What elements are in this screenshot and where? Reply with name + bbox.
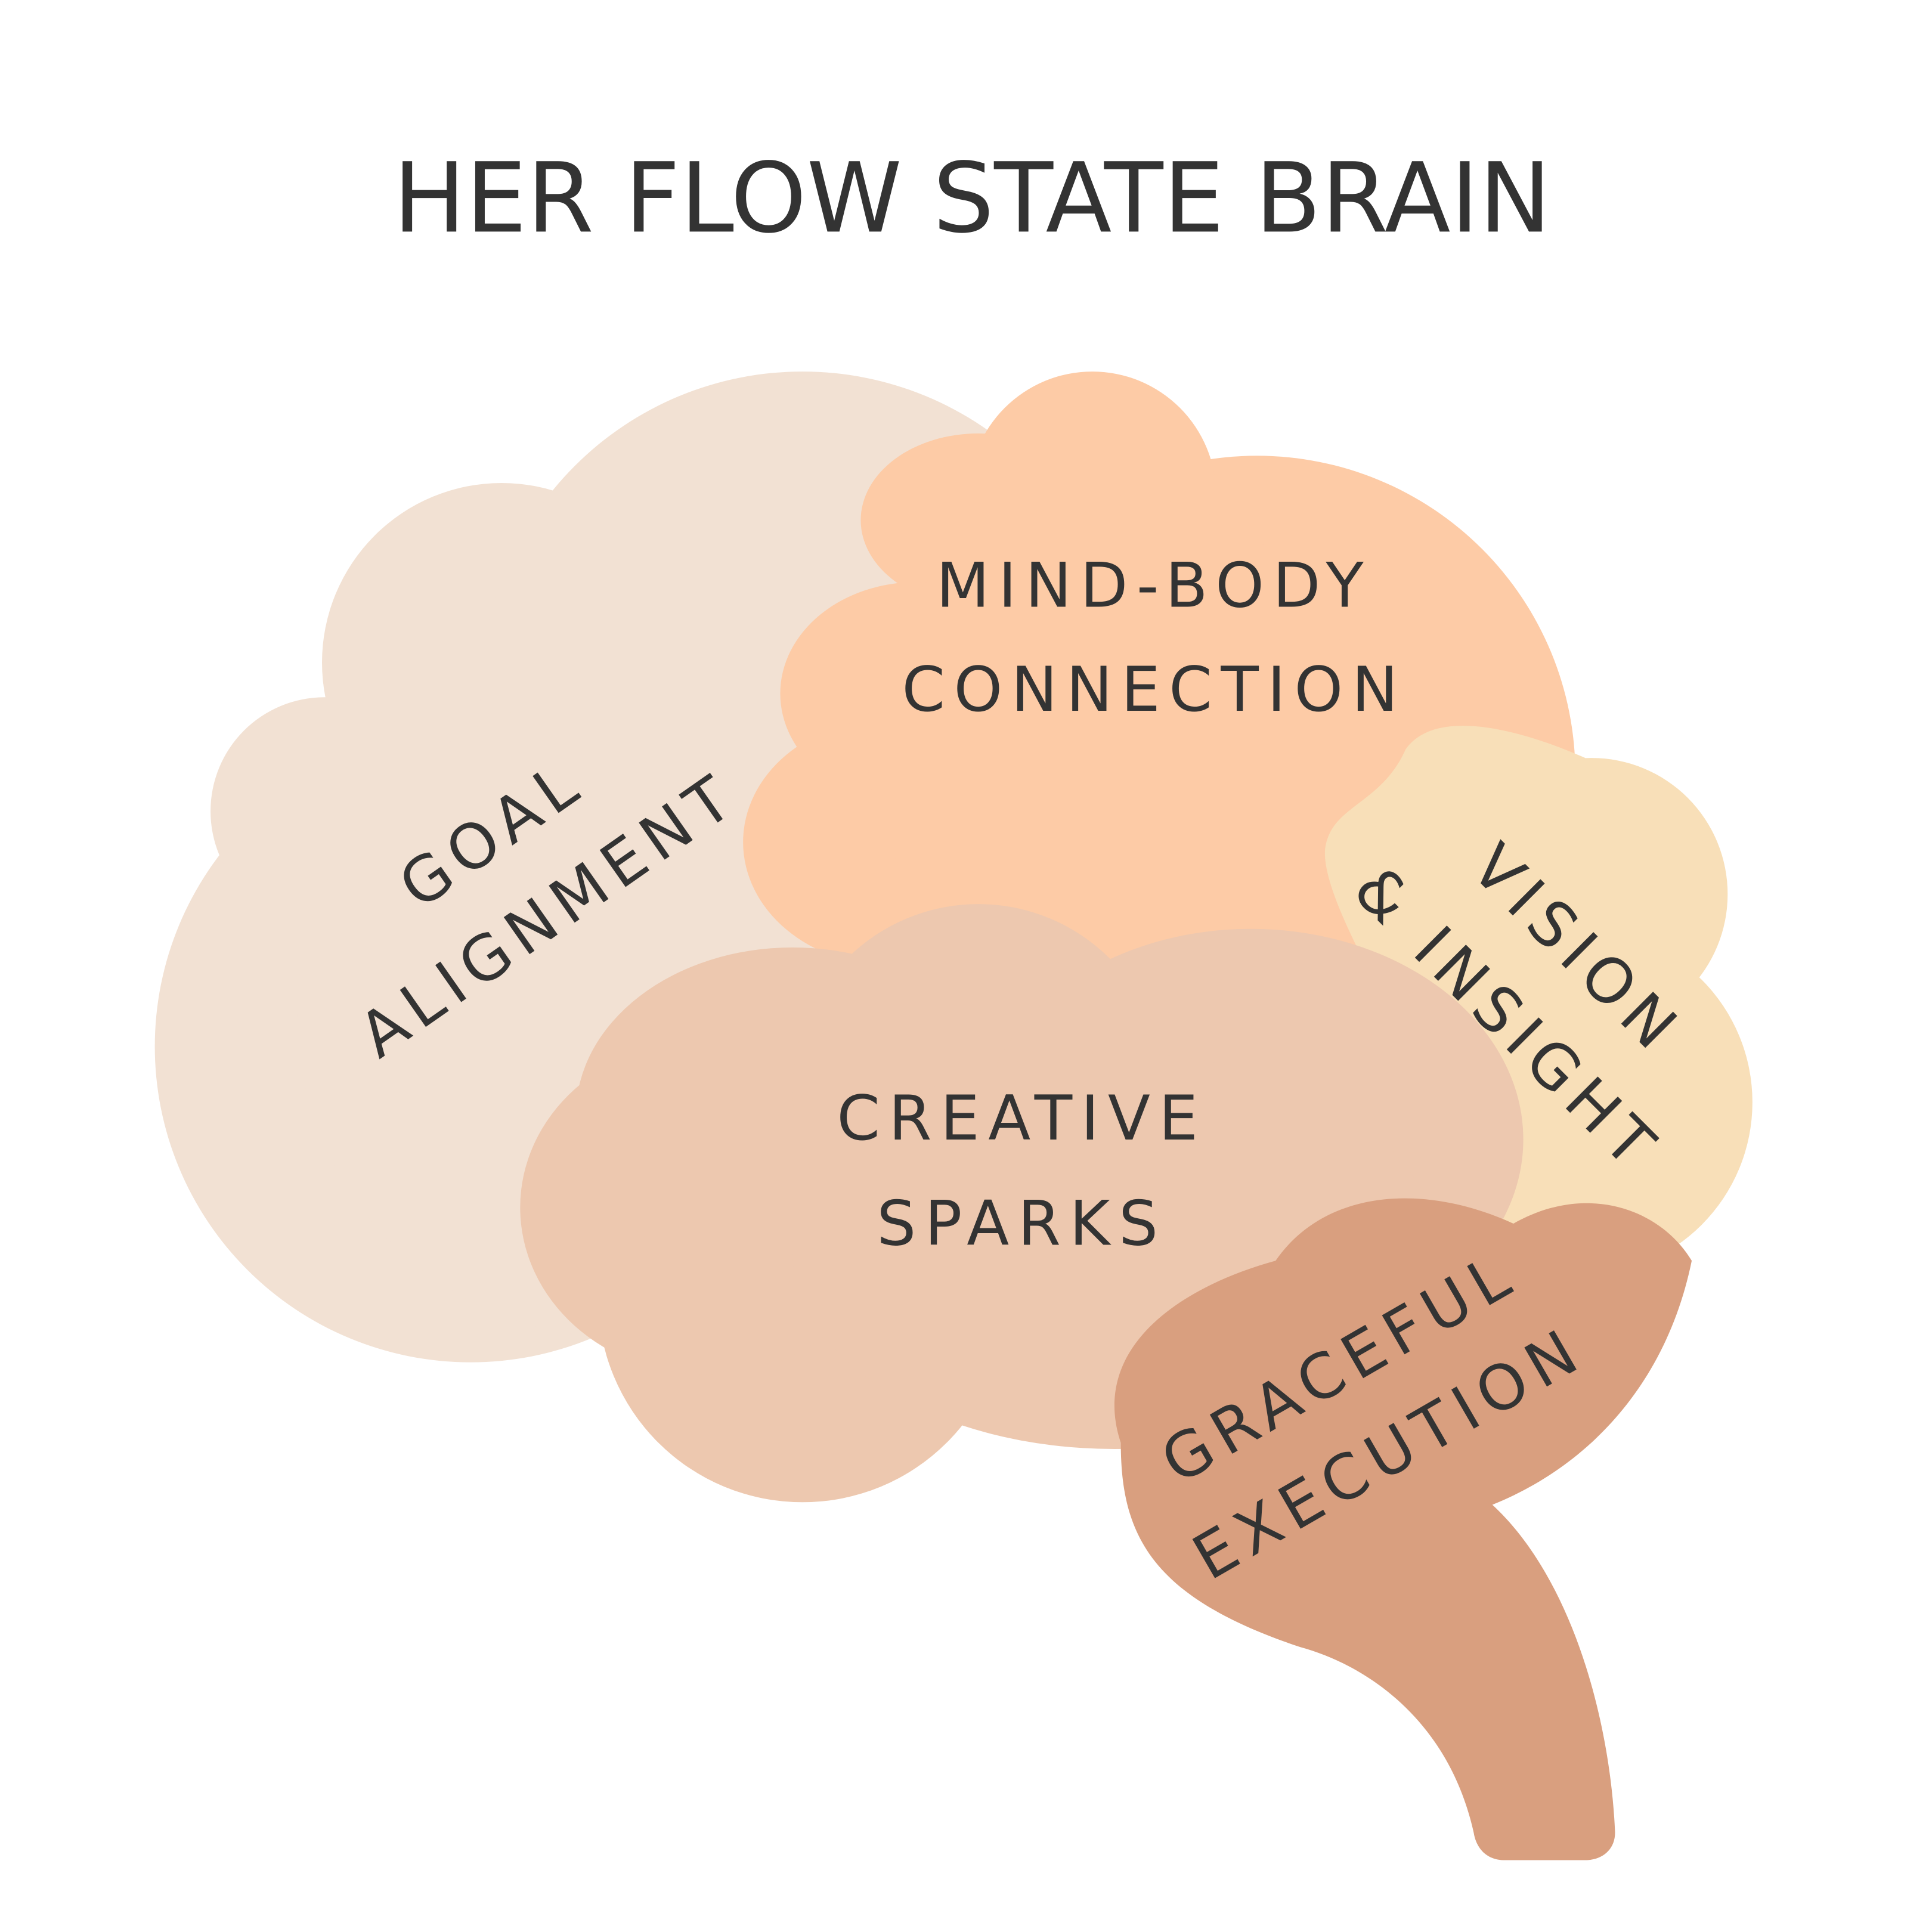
creative-line2: SPARKS	[877, 1188, 1166, 1259]
label-mind-body-connection: MIND-BODY CONNECTION	[902, 550, 1406, 726]
diagram-title: HER FLOW STATE BRAIN	[393, 143, 1551, 255]
label-creative-sparks: CREATIVE SPARKS	[837, 1083, 1206, 1260]
region-creative-sparks	[520, 904, 1524, 1503]
mindbody-line2: CONNECTION	[902, 654, 1406, 726]
region-graceful-execution	[1114, 1198, 1692, 1860]
mindbody-line1: MIND-BODY	[936, 550, 1372, 622]
creative-line1: CREATIVE	[837, 1083, 1206, 1154]
